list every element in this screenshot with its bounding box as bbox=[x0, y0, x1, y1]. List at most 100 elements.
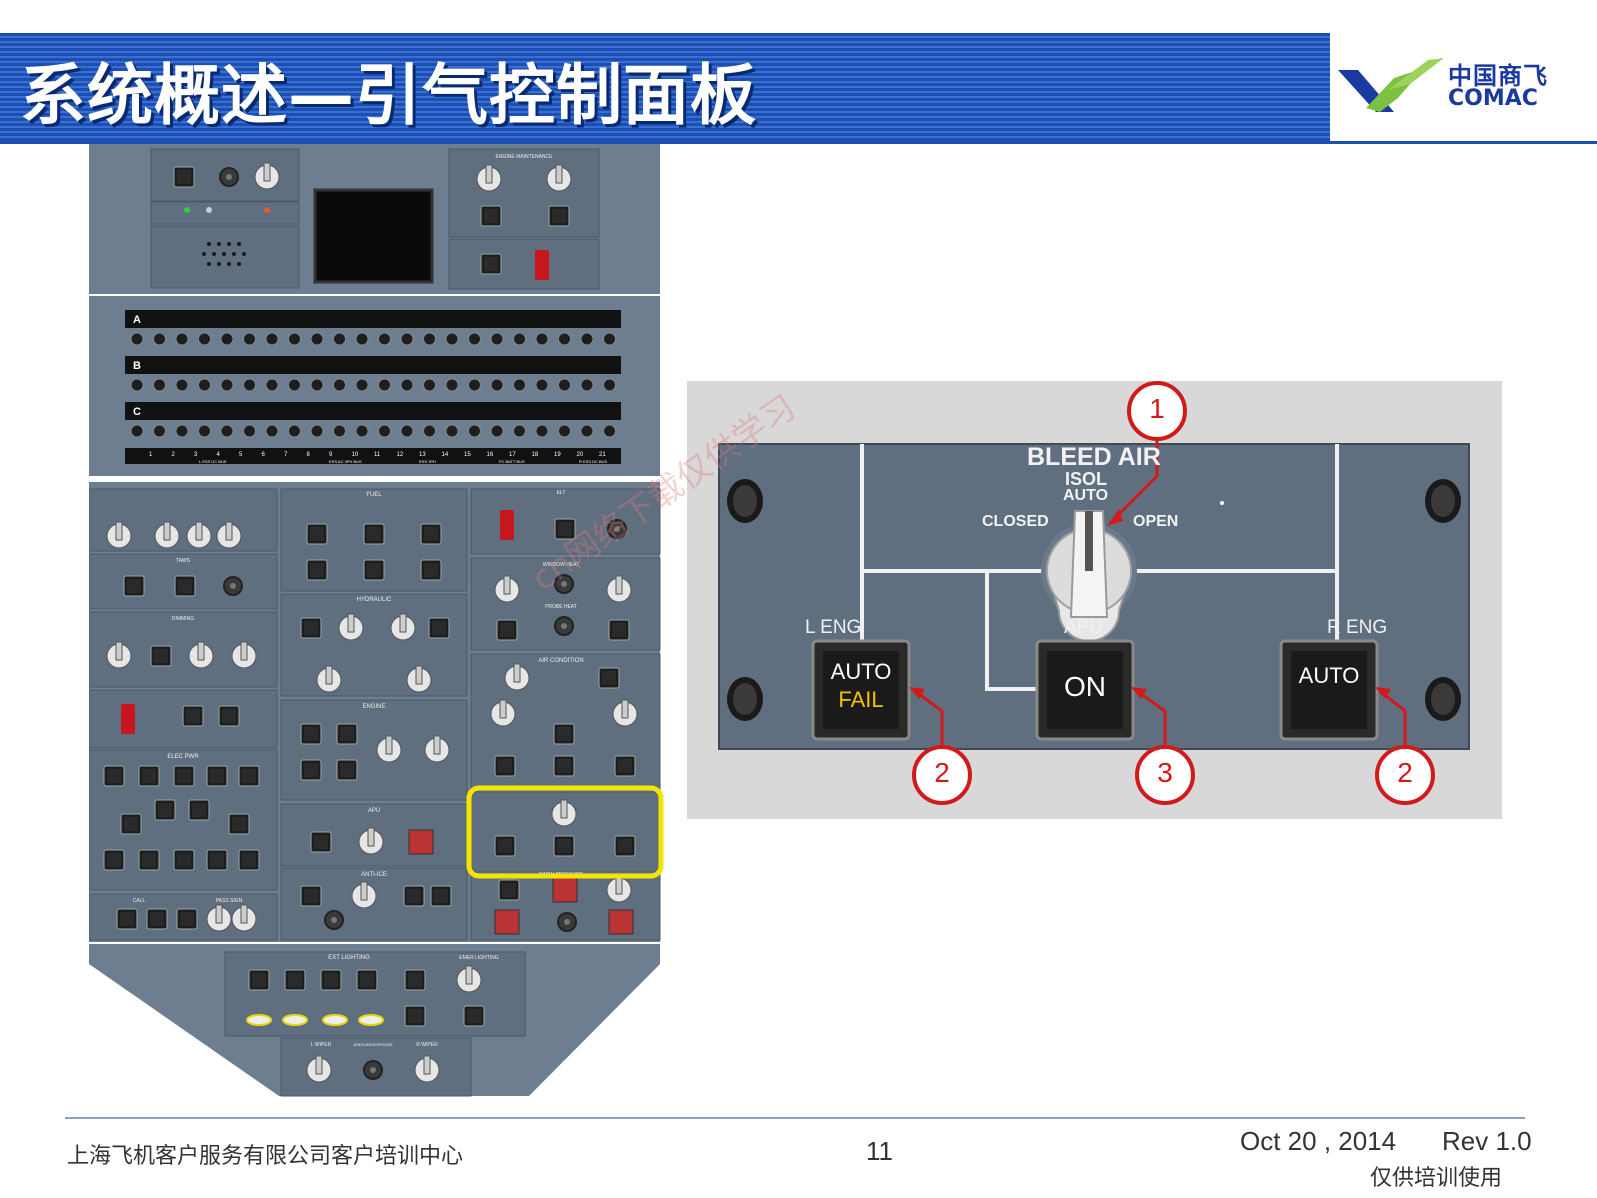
circuit-breaker-knob bbox=[603, 424, 616, 438]
label-air-condition: AIR CONDITION bbox=[538, 658, 583, 664]
bus-number: 1 bbox=[149, 452, 153, 458]
circuit-breaker-knob bbox=[490, 332, 504, 346]
footer-company: 上海飞机客户服务有限公司客户培训中心 bbox=[67, 1144, 464, 1169]
bus-label: FC BATT BUS bbox=[499, 459, 525, 464]
circuit-breaker-knob bbox=[580, 332, 594, 346]
bus-number: 12 bbox=[397, 452, 404, 458]
cb-row-label-c: C bbox=[133, 406, 141, 418]
circuit-breaker-knob bbox=[288, 332, 301, 346]
header-underline bbox=[0, 141, 1597, 144]
circuit-breaker-knob bbox=[400, 378, 414, 392]
bus-number: 3 bbox=[194, 452, 198, 458]
bus-number: 13 bbox=[419, 452, 426, 458]
selector-label-closed: CLOSED bbox=[982, 513, 1049, 530]
l-eng-bleed-button[interactable] bbox=[811, 639, 911, 741]
circuit-breaker-knob bbox=[198, 332, 211, 346]
circuit-breaker-knob bbox=[310, 332, 324, 346]
panel-controls bbox=[103, 510, 638, 935]
circuit-breaker-knob bbox=[220, 424, 234, 438]
label-area-microphone: AREA MICROPHONE bbox=[353, 1042, 393, 1047]
circuit-breaker-knob bbox=[220, 332, 234, 346]
circuit-breaker-knob bbox=[468, 332, 481, 346]
circuit-breaker-knob bbox=[580, 378, 594, 392]
ext-lighting-controls bbox=[246, 965, 485, 1083]
circuit-breaker-knob bbox=[445, 378, 459, 392]
bus-label: ESS AC 3PH BUS bbox=[329, 459, 362, 464]
label-fuel: FUEL bbox=[366, 492, 382, 498]
callout-circles bbox=[912, 381, 1435, 805]
circuit-breaker-knob bbox=[355, 378, 369, 392]
circuit-breaker-knob bbox=[378, 332, 391, 346]
circuit-breaker-knob bbox=[243, 332, 256, 346]
bleed-selector-knob[interactable] bbox=[1041, 510, 1137, 642]
bus-number: 20 bbox=[577, 452, 584, 458]
circuit-breaker-knob bbox=[558, 332, 571, 346]
circuit-breaker-knob bbox=[130, 378, 144, 392]
circuit-breaker-knob bbox=[513, 378, 526, 392]
circuit-breaker-knob bbox=[333, 424, 346, 438]
label-engine: ENGINE bbox=[362, 704, 385, 710]
label-engine-maintenance: ENGINE MAINTENANCE bbox=[496, 154, 554, 160]
circuit-breaker-knob bbox=[333, 332, 346, 346]
callout-arrowheads bbox=[909, 509, 1391, 699]
cb-row-c: C bbox=[125, 402, 621, 420]
bleed-air-title: BLEED AIR bbox=[1027, 443, 1161, 471]
circuit-breaker-knob bbox=[130, 424, 144, 438]
bus-number: 7 bbox=[284, 452, 288, 458]
circuit-breaker-knob bbox=[243, 424, 256, 438]
circuit-breaker-knob bbox=[175, 378, 189, 392]
bus-label: R ESS DC BUS bbox=[579, 459, 608, 464]
label-call: CALL bbox=[133, 898, 146, 904]
bus-number: 21 bbox=[599, 452, 606, 458]
circuit-breaker-knob bbox=[175, 424, 189, 438]
circuit-breaker-knob bbox=[558, 378, 571, 392]
callout-2-left: 2 bbox=[934, 757, 950, 788]
cb-row-b: B bbox=[125, 356, 621, 374]
bus-number: 10 bbox=[352, 452, 359, 458]
callout-1: 1 bbox=[1149, 393, 1165, 424]
circuit-breaker-knob bbox=[378, 378, 391, 392]
page-number: 11 bbox=[866, 1136, 893, 1166]
circuit-breaker-knob bbox=[468, 424, 481, 438]
label-l-wiper: L WIPER bbox=[311, 1042, 332, 1048]
circuit-breaker-knob bbox=[423, 332, 436, 346]
bus-number: 17 bbox=[509, 452, 516, 458]
circuit-breaker-knob bbox=[243, 378, 256, 392]
bus-number: 4 bbox=[217, 452, 221, 458]
bus-number: 6 bbox=[262, 452, 266, 458]
circuit-breaker-knob bbox=[423, 424, 436, 438]
circuit-breaker-knob bbox=[265, 424, 279, 438]
label-pass-sign: PASS SIGN bbox=[216, 898, 243, 904]
circuit-breaker-knob bbox=[153, 424, 166, 438]
circuit-breaker-knob bbox=[558, 424, 571, 438]
label-ext-lighting: EXT LIGHTING bbox=[328, 955, 370, 961]
circuit-breaker-knob bbox=[153, 378, 166, 392]
circuit-breaker-knob bbox=[130, 332, 144, 346]
circuit-breaker-knob bbox=[265, 332, 279, 346]
selector-label-open: OPEN bbox=[1133, 513, 1179, 530]
r-eng-button-auto-text: AUTO bbox=[1298, 663, 1360, 688]
apu-bleed-button[interactable] bbox=[1035, 639, 1135, 741]
circuit-breaker-knob bbox=[175, 332, 189, 346]
panel-fasteners bbox=[727, 479, 1461, 721]
circuit-breaker-knob bbox=[535, 424, 549, 438]
callout-3: 3 bbox=[1157, 757, 1173, 788]
bus-label: ESS 1PH bbox=[419, 459, 436, 464]
circuit-breaker-knob bbox=[355, 424, 369, 438]
circuit-breaker-knob bbox=[490, 378, 504, 392]
r-eng-bleed-button[interactable] bbox=[1279, 639, 1379, 741]
cb-row-label-b: B bbox=[133, 360, 141, 372]
bus-number: 9 bbox=[329, 452, 333, 458]
selector-label-auto: AUTO bbox=[1063, 487, 1109, 504]
circuit-breaker-knob bbox=[423, 378, 436, 392]
label-window-heat: WINDOW HEAT bbox=[543, 562, 579, 568]
circuit-breaker-knob bbox=[400, 332, 414, 346]
label-apu: APU bbox=[368, 808, 380, 814]
circuit-breaker-knob bbox=[378, 424, 391, 438]
r-eng-label: R ENG bbox=[1327, 617, 1388, 638]
circuit-breaker-knob bbox=[513, 424, 526, 438]
footer-rev: Rev 1.0 bbox=[1442, 1126, 1532, 1156]
header-band bbox=[0, 33, 1330, 141]
bus-number: 5 bbox=[239, 452, 243, 458]
